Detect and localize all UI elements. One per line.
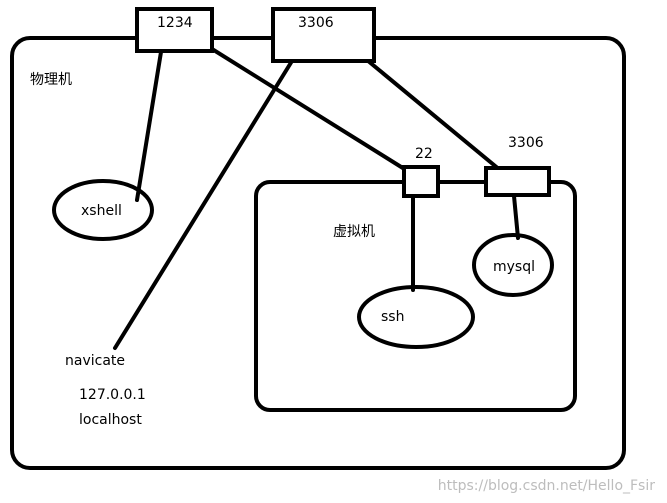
link-port-1234-to-port-22 — [202, 42, 408, 172]
link-xshell-to-port-1234 — [135, 50, 163, 202]
ssh-ellipse — [357, 285, 475, 349]
ssh-label: ssh — [381, 309, 404, 325]
host-port-1234-label: 1234 — [157, 15, 193, 31]
xshell-ellipse — [52, 179, 154, 241]
host-port-1234-box — [135, 7, 214, 53]
virtual-machine-box — [254, 180, 577, 412]
localhost-ip-label: 127.0.0.1 — [79, 387, 146, 403]
xshell-label: xshell — [81, 203, 122, 219]
physical-machine-label: 物理机 — [30, 72, 72, 88]
vm-port-22-box — [402, 165, 440, 198]
watermark-url: https://blog.csdn.net/Hello_Fsir — [438, 478, 655, 494]
link-navicate-to-port-3306 — [113, 46, 302, 350]
host-port-3306-box — [271, 7, 376, 63]
physical-machine-box — [10, 36, 626, 470]
virtual-machine-label: 虚拟机 — [333, 224, 375, 240]
link-port-3306-to-vm-port-3306 — [348, 44, 502, 172]
vm-port-3306-box — [484, 166, 551, 197]
link-vm-port-3306-to-mysql — [512, 194, 520, 240]
localhost-name-label: localhost — [79, 412, 142, 428]
navicate-label: navicate — [65, 353, 125, 369]
mysql-label: mysql — [493, 259, 535, 275]
vm-port-22-label: 22 — [415, 146, 433, 162]
vm-port-3306-label: 3306 — [508, 135, 544, 151]
mysql-ellipse — [472, 233, 554, 297]
host-port-3306-label: 3306 — [298, 15, 334, 31]
